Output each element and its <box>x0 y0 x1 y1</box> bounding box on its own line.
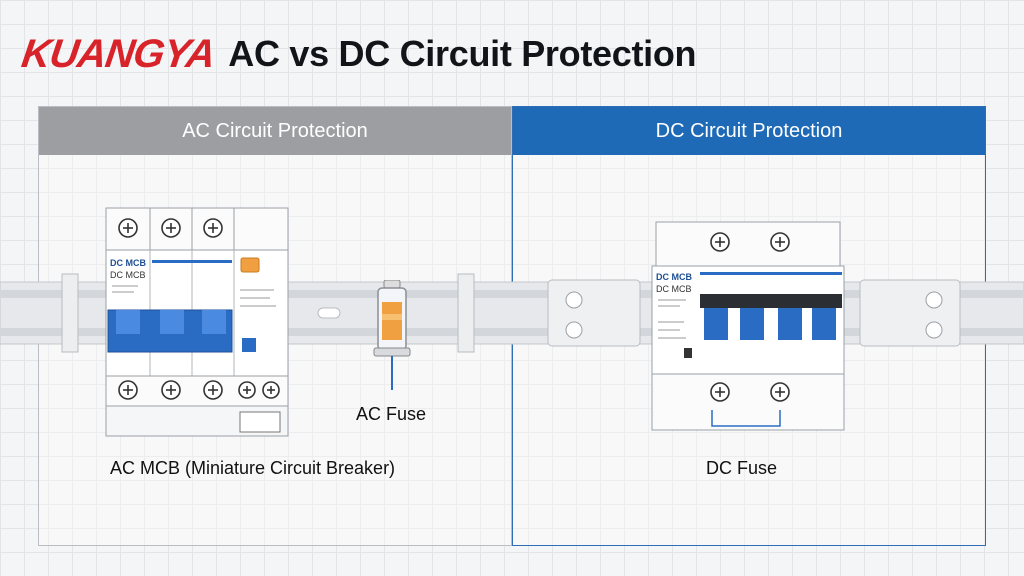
dc-fuse-caption: DC Fuse <box>706 458 778 478</box>
dc-panel-header: DC Circuit Protection <box>513 107 985 155</box>
ac-fuse-caption: AC Fuse <box>356 404 427 424</box>
ac-panel-header: AC Circuit Protection <box>39 107 511 155</box>
dc-wire <box>711 410 781 427</box>
ac-mcb-brand-text: DC MCB <box>110 258 146 268</box>
ac-mcb-illustration <box>105 207 289 437</box>
page-header: KUANGYA AC vs DC Circuit Protection <box>18 28 697 80</box>
ac-mcb-caption: AC MCB (Miniature Circuit Breaker) <box>110 458 396 478</box>
dc-device-brand-text: DC MCB <box>656 272 692 282</box>
dc-breaker-illustration <box>651 221 845 431</box>
page-title: AC vs DC Circuit Protection <box>228 33 697 74</box>
ac-fuse-illustration <box>373 280 411 390</box>
brand-logo: KUANGYA <box>18 31 218 76</box>
dc-device-model-text: DC MCB <box>656 284 692 294</box>
ac-mcb-model-text: DC MCB <box>110 270 146 280</box>
